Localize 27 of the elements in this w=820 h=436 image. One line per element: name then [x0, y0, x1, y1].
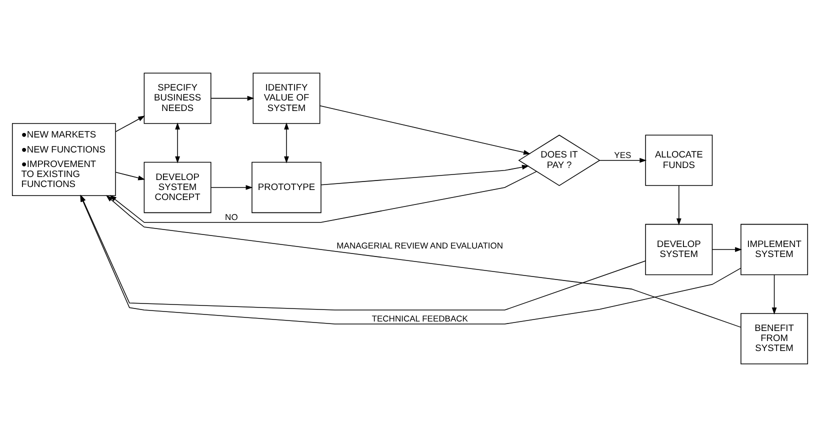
arrow [320, 164, 530, 185]
node-box: SPECIFY BUSINESS NEEDS [144, 72, 212, 124]
arrow [320, 104, 531, 154]
arrow [110, 170, 537, 222]
arrow [599, 157, 647, 162]
node-box: IMPLEMENT SYSTEM [740, 223, 808, 275]
node-box: DEVELOP SYSTEM CONCEPT [144, 161, 212, 213]
node-box: BENEFIT FROM SYSTEM [740, 312, 808, 364]
node-box: IDENTIFY VALUE OF SYSTEM [252, 72, 320, 124]
node-diamond: DOES IT PAY ? [518, 134, 600, 186]
node-box: PROTOTYPE [252, 161, 322, 213]
arrow [676, 184, 682, 225]
edge-label: NO [225, 211, 238, 222]
node-box: DEVELOP SYSTEM [645, 223, 713, 275]
arrow [284, 122, 289, 163]
arrow [712, 246, 742, 252]
node-box: ●NEW MARKETS ●NEW FUNCTIONS ●IMPROVEMENT TO EXISTING FUNCTIONS [12, 122, 116, 196]
edge-label: YES [614, 149, 632, 160]
arrow [115, 115, 146, 132]
arrow [115, 171, 146, 180]
arrow [772, 274, 777, 314]
arrow [210, 184, 253, 190]
edge-label: MANAGERIAL REVIEW AND EVALUATION [336, 240, 504, 250]
node-box: ALLOCATE FUNDS [645, 134, 713, 186]
arrow [210, 95, 254, 100]
arrow [175, 122, 180, 163]
edge-label: TECHNICAL FEEDBACK [372, 312, 468, 323]
